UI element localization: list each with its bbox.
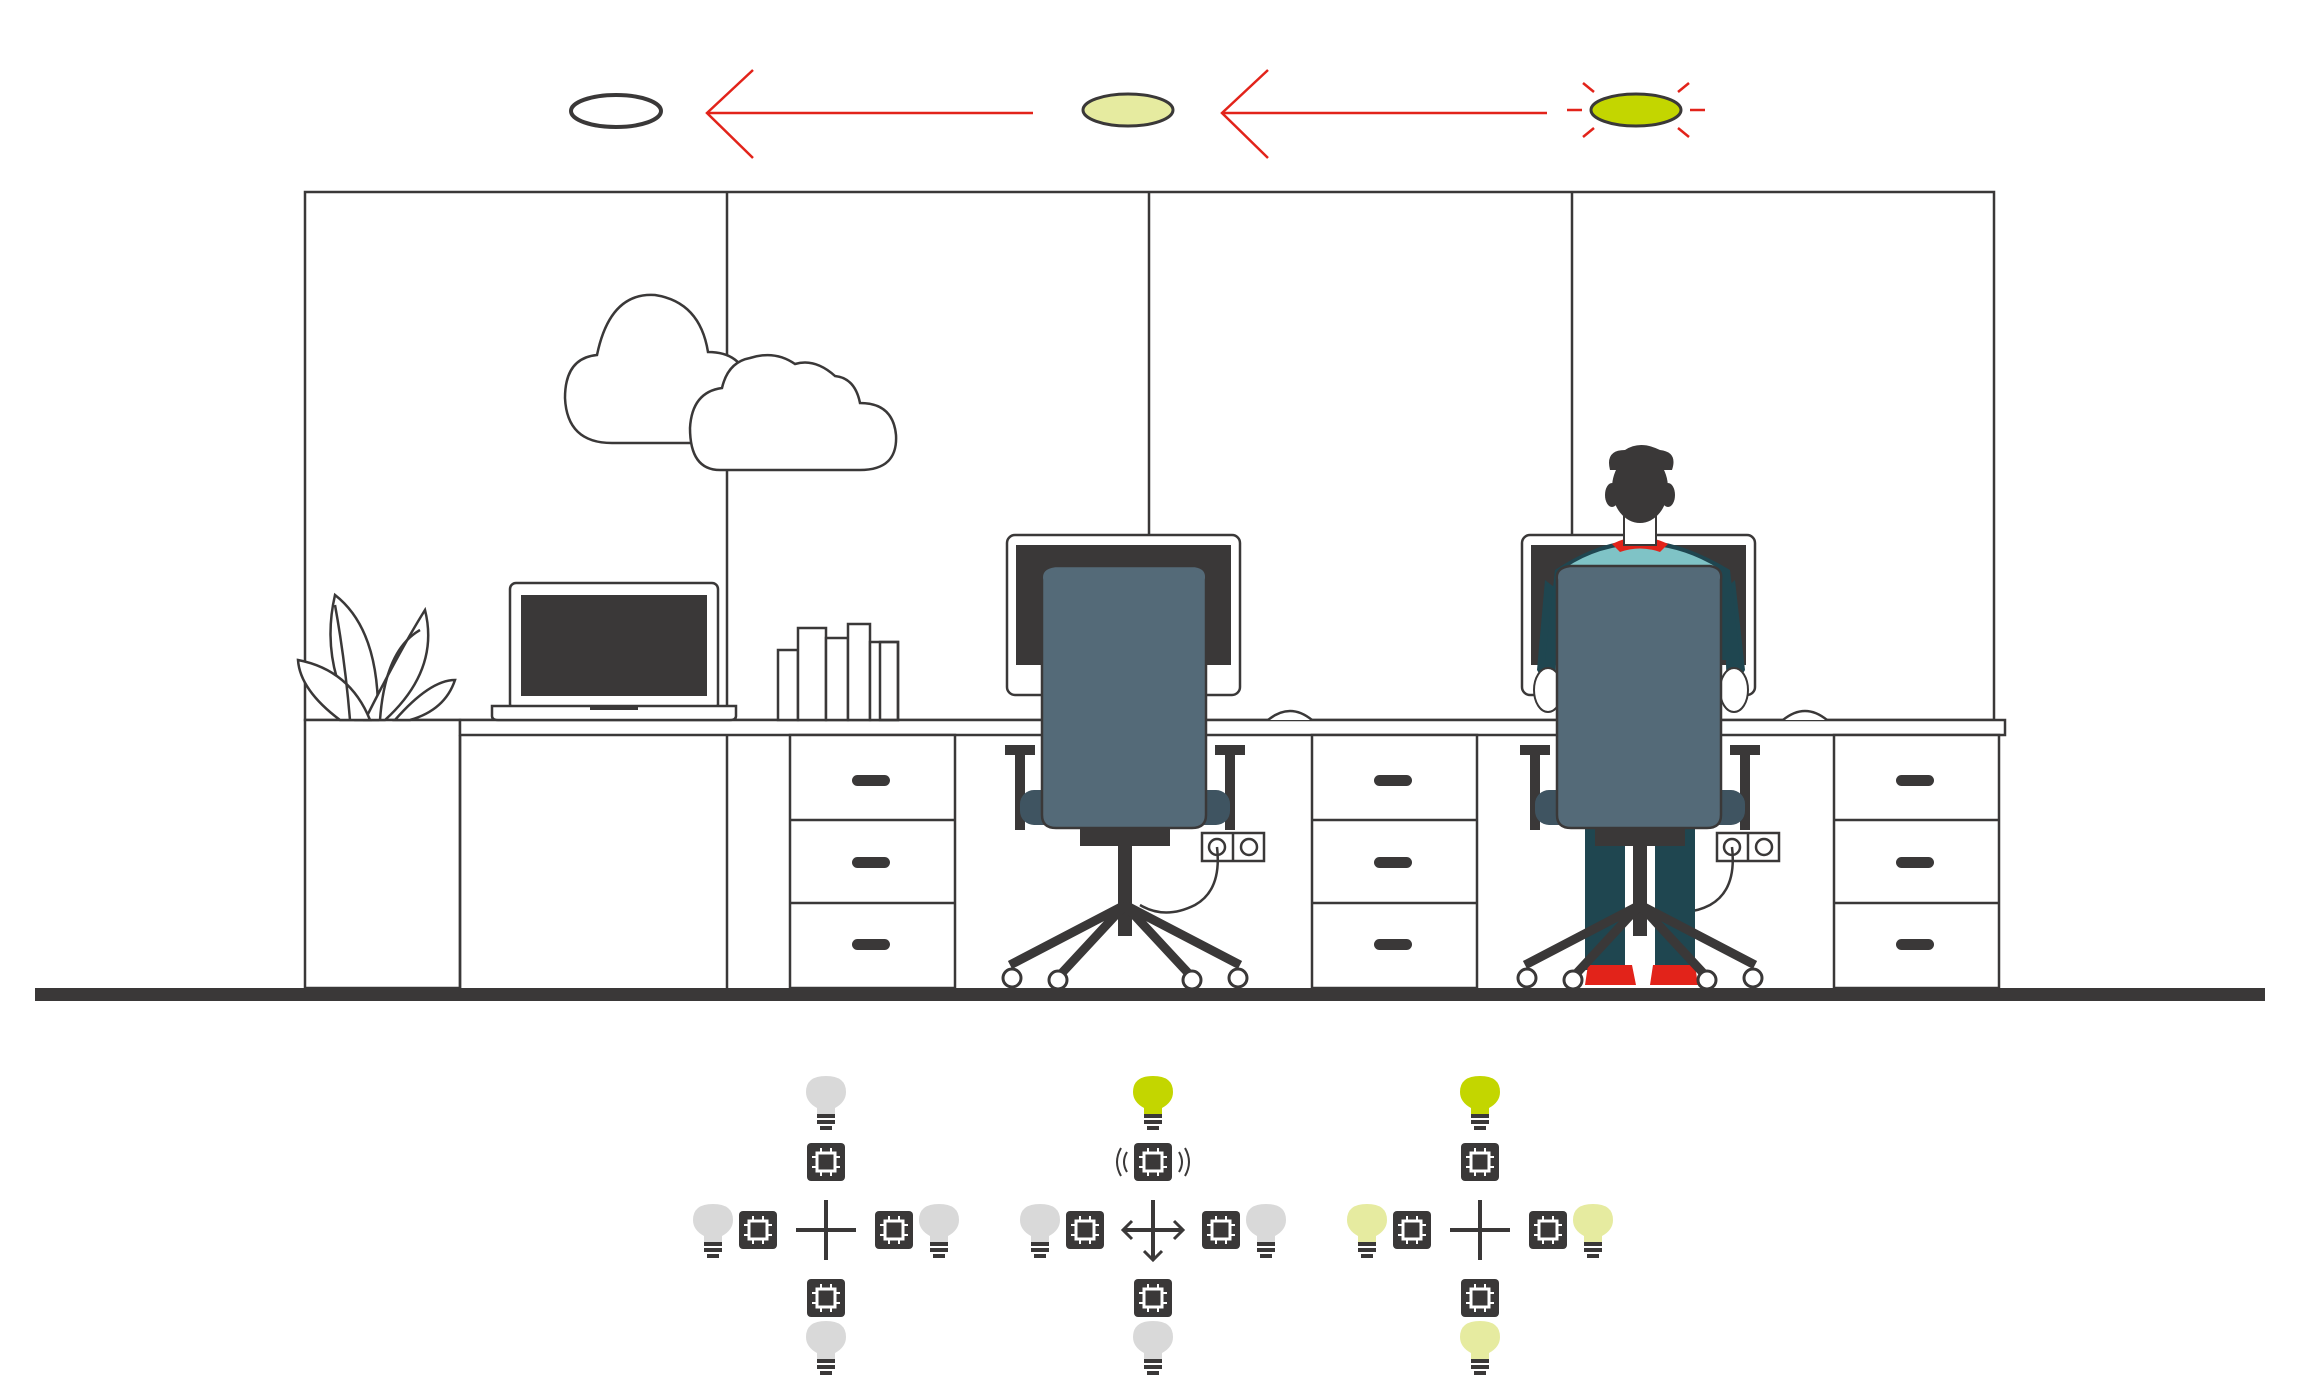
arrow-left-icon (705, 69, 1033, 159)
lamp-dim-icon (1081, 92, 1175, 128)
sensor-chip-icon (1459, 1141, 1501, 1183)
sensor-chip-icon (873, 1209, 915, 1251)
sensor-chip-icon (737, 1209, 779, 1251)
sensor-chip-icon (1391, 1209, 1433, 1251)
drawer-unit (1832, 733, 2001, 990)
light-bulb-icon (919, 1204, 959, 1258)
sensor-chip-icon (805, 1141, 847, 1183)
lamp-off-icon (569, 93, 663, 129)
sensor-group-motion-detected (1020, 1076, 1286, 1375)
plant-cabinet (303, 718, 462, 990)
signal-arrows (1120, 1219, 1186, 1263)
sensor-chip-icon (1132, 1277, 1174, 1319)
light-bulb-icon (1246, 1204, 1286, 1258)
light-bulb-icon (1133, 1076, 1173, 1130)
drawer-unit (788, 733, 957, 990)
power-outlet-icon (1139, 831, 1266, 914)
mouse-icon (1267, 709, 1313, 721)
plant-icon (296, 592, 457, 722)
light-bulb-icon (1347, 1204, 1387, 1258)
lamp-on-icon (1567, 82, 1705, 138)
light-bulb-icon (1460, 1076, 1500, 1130)
laptop-icon (490, 581, 738, 722)
light-bulb-icon (1020, 1204, 1060, 1258)
arrow-left-icon (1220, 69, 1547, 159)
sensor-chip-icon (1132, 1141, 1174, 1183)
sensor-group-neighbors-dimmed (1347, 1076, 1613, 1375)
mouse-icon (1782, 709, 1828, 721)
floor-line (35, 988, 2265, 1001)
light-bulb-icon (1460, 1321, 1500, 1375)
light-bulb-icon (806, 1076, 846, 1130)
drawer-unit (1310, 733, 1479, 990)
sensor-chip-icon (805, 1277, 847, 1319)
light-bulb-icon (1133, 1321, 1173, 1375)
cloud-icon (688, 353, 898, 472)
sensor-chip-icon (1527, 1209, 1569, 1251)
power-outlet-icon (1664, 831, 1781, 913)
office-chair-icon (1516, 564, 1764, 991)
ceiling-lamps (569, 82, 1705, 138)
office-chair-icon (1001, 564, 1249, 991)
light-bulb-icon (693, 1204, 733, 1258)
light-bulb-icon (806, 1321, 846, 1375)
light-bulb-icon (1573, 1204, 1613, 1258)
sensor-chip-icon (1064, 1209, 1106, 1251)
sensor-chip-icon (1459, 1277, 1501, 1319)
sensor-network-groups (693, 1076, 1613, 1375)
signal-waves-icon (1116, 1147, 1190, 1177)
sensor-chip-icon (1200, 1209, 1242, 1251)
sensor-group-idle (693, 1076, 959, 1375)
books-icon (776, 622, 900, 722)
